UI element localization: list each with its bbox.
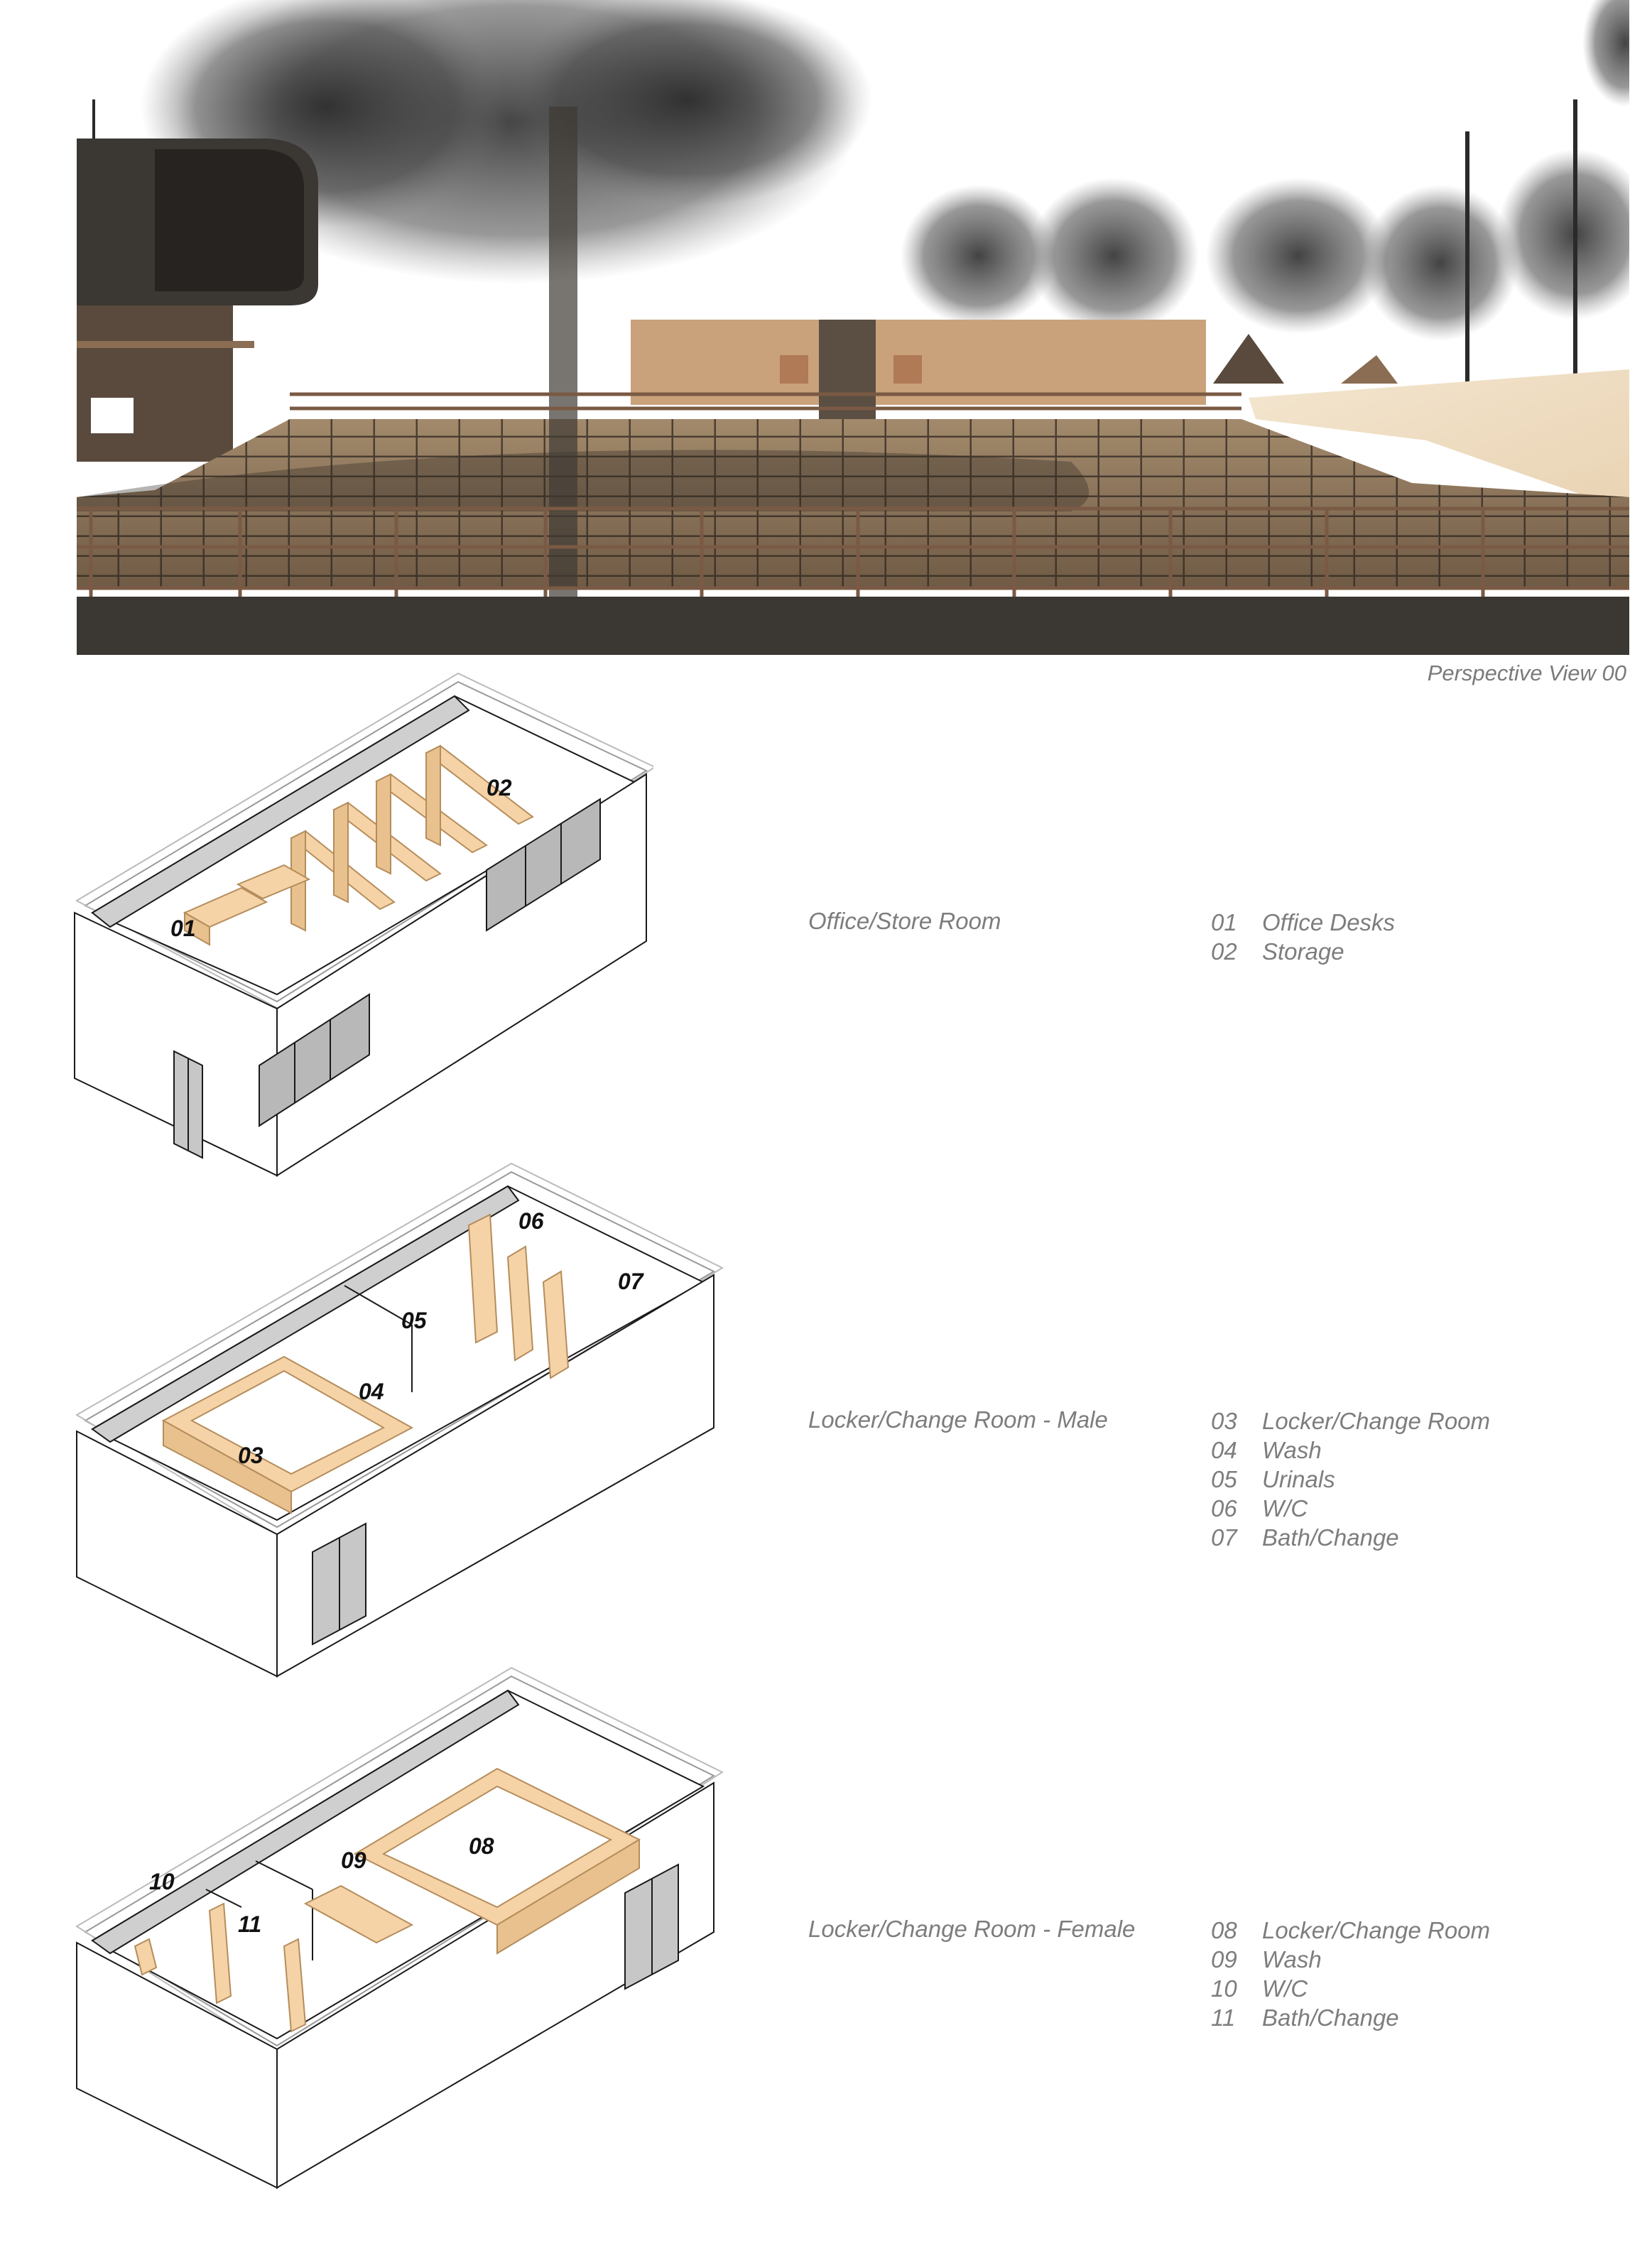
female-locker-room bbox=[353, 1767, 641, 1955]
male-locker-room bbox=[161, 1355, 414, 1514]
tag-08: 08 bbox=[469, 1833, 494, 1859]
male-locker-axonometric: 03 04 05 06 07 bbox=[75, 1162, 724, 1678]
female-locker-axonometric: 10 11 09 08 bbox=[75, 1666, 724, 2189]
perspective-caption: Perspective View 00 bbox=[1427, 661, 1626, 685]
tag-02: 02 bbox=[487, 775, 512, 801]
tag-11: 11 bbox=[238, 1911, 261, 1937]
office-desks bbox=[183, 864, 311, 946]
tag-04: 04 bbox=[359, 1379, 384, 1404]
female-stalls bbox=[134, 1902, 307, 2033]
tag-01: 01 bbox=[170, 916, 196, 941]
room-title-female: Locker/Change Room - Female bbox=[808, 1916, 1136, 1942]
perspective-render bbox=[77, 0, 1652, 655]
male-stalls bbox=[467, 1213, 570, 1379]
tag-10: 10 bbox=[149, 1869, 175, 1894]
tag-03: 03 bbox=[238, 1443, 263, 1468]
female-wash-counter bbox=[303, 1884, 414, 1944]
perspective-render-image bbox=[77, 0, 1652, 655]
tag-07: 07 bbox=[618, 1269, 645, 1294]
room-title-office: Office/Store Room bbox=[808, 908, 1001, 934]
office-axonometric: 01 02 bbox=[74, 672, 653, 1177]
tag-05: 05 bbox=[401, 1308, 428, 1333]
room-title-male: Locker/Change Room - Male bbox=[808, 1406, 1108, 1433]
tag-09: 09 bbox=[341, 1848, 366, 1873]
tag-06: 06 bbox=[518, 1208, 544, 1234]
tree-canopy bbox=[141, 0, 1652, 341]
storage-shelves bbox=[290, 744, 534, 932]
